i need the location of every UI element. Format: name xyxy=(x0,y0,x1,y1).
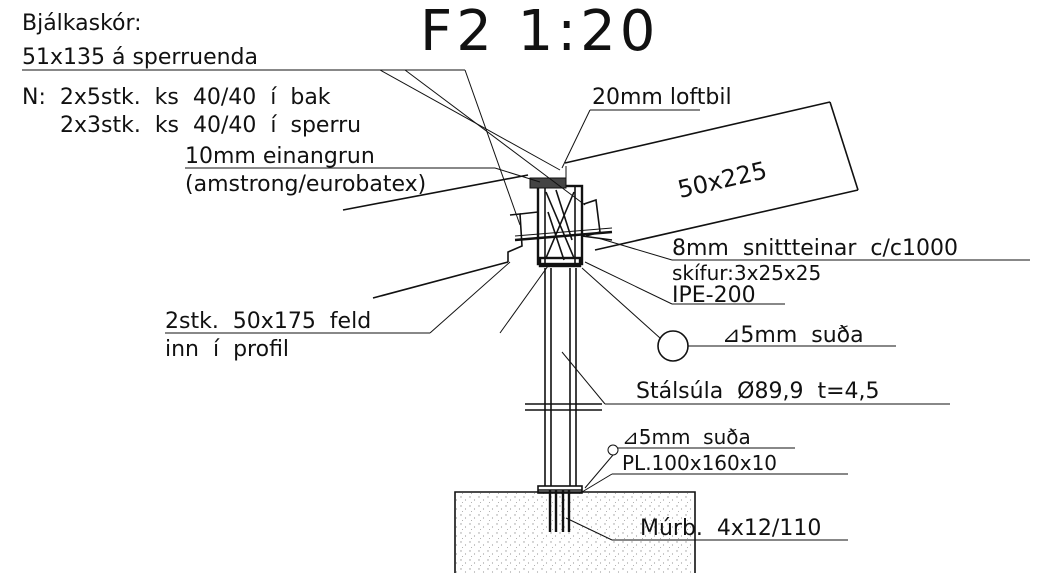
label-nails-line2: 2x3stk. ks 40/40 í sperru xyxy=(60,113,361,138)
anchor-bolts xyxy=(548,490,571,532)
label-glulam-line1: 2stk. 50x175 feld xyxy=(165,309,371,334)
label-ipe-profile: IPE-200 xyxy=(672,283,756,308)
label-weld-top: ⊿5mm suða xyxy=(722,323,864,348)
label-weld-bottom: ⊿5mm suða xyxy=(622,425,751,449)
label-corbel-size: 51x135 á sperruenda xyxy=(22,45,258,70)
label-insulation-line1: 10mm einangrun xyxy=(185,144,375,169)
label-washers: skífur:3x25x25 xyxy=(672,261,821,285)
label-corbel-title: Bjálkaskór: xyxy=(22,11,142,36)
leader-lines xyxy=(22,69,1030,541)
label-nails-line1: N: 2x5stk. ks 40/40 í bak xyxy=(22,85,331,110)
drawing-title: F2 1:20 xyxy=(420,0,659,64)
label-rods: 8mm snittteinar c/c1000 xyxy=(672,236,958,261)
base-plate xyxy=(537,485,583,494)
rafter-beam xyxy=(342,101,859,299)
label-steel-column: Stálsúla Ø89,9 t=4,5 xyxy=(636,379,880,404)
label-insulation-line2: (amstrong/eurobatex) xyxy=(185,172,426,197)
label-beam-size: 50x225 xyxy=(675,156,770,204)
label-air-gap: 20mm loftbil xyxy=(592,85,732,110)
label-glulam-line2: inn í profil xyxy=(165,337,289,362)
steel-column xyxy=(525,268,602,486)
label-anchor-bolts: Múrb. 4x12/110 xyxy=(640,516,821,541)
concrete-foundation xyxy=(454,491,696,573)
connection-node xyxy=(507,166,613,268)
label-base-plate: PL.100x160x10 xyxy=(622,451,777,475)
